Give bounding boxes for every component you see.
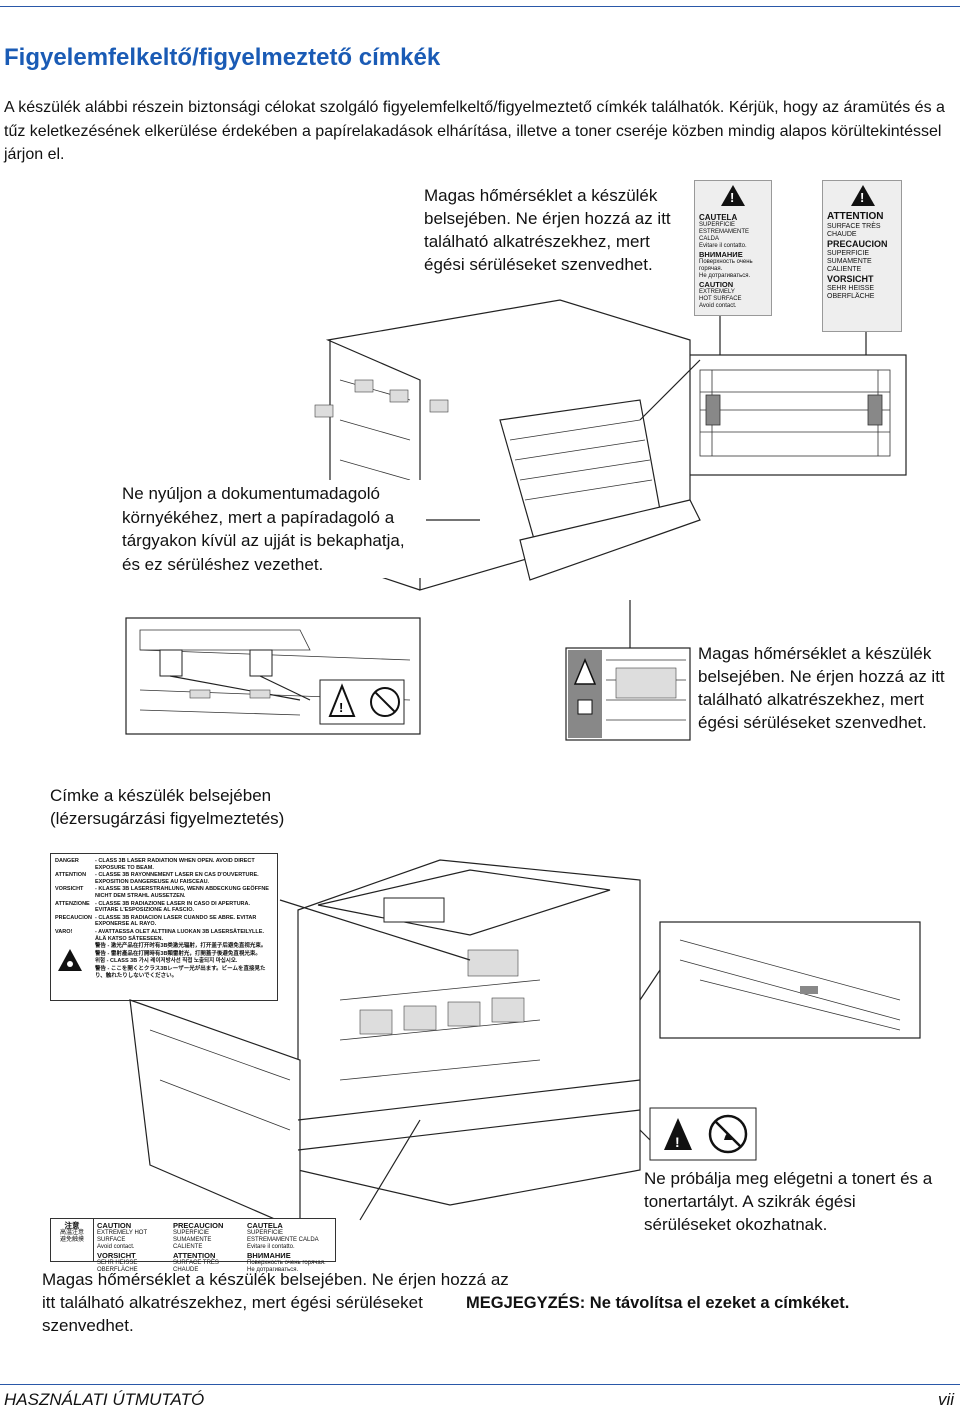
- label-text: SURFACE TRÈS CHAUDE: [173, 1260, 219, 1273]
- label-text: Evitare il contatto.: [699, 243, 747, 249]
- label-text: 注意: [64, 1221, 80, 1230]
- label-text: OBERFLÄCHE: [827, 293, 875, 300]
- laser-warning-label: DANGER - CLASS 3B LASER RADIATION WHEN OP…: [50, 853, 278, 1001]
- warning-icon: [721, 185, 745, 206]
- laser-label-row: 警告 - ここを開くとクラス3Bレーザー光が出ます。ビームを直接見たり、触れたり…: [87, 966, 273, 979]
- label-text: EXTREMELY: [699, 289, 735, 295]
- laser-label-key: VARO!: [55, 928, 73, 935]
- laser-label-value: 警告 - 激光产品在打开时有3B类激光辐射，打开盖子后避免直视光束。: [95, 943, 267, 950]
- laser-label-key: ATTENZIONE: [55, 900, 90, 907]
- hot-surface-label-left: CAUTELA SUPERFICIE ESTREMAMENTE CALDA Ev…: [694, 180, 772, 316]
- label-text: CALIENTE: [827, 266, 862, 273]
- laser-label-row: VARO! - AVATTAESSA OLET ALTTIINA LUOKAN 3…: [55, 928, 273, 942]
- callout-mid-heat: Magas hőmérséklet a készülék belsejében.…: [698, 644, 945, 732]
- label-text: SEHR HEISSE OBERFLÄCHE: [97, 1260, 138, 1273]
- label-text: HOT SURFACE: [699, 296, 742, 302]
- callout-bottom-heat: Magas hőmérséklet a készülék belsejében.…: [42, 1270, 509, 1335]
- laser-label-key: DANGER: [55, 858, 79, 864]
- laser-label-value: - CLASSE 3B RAYONNEMENT LASER EN CAS D'O…: [95, 872, 259, 885]
- laser-label-row: ATTENZIONE - CLASSE 3B RADIAZIONE LASER I…: [55, 900, 273, 914]
- svg-text:!: !: [675, 1134, 680, 1150]
- warning-icon: [851, 185, 875, 206]
- laser-icon: [57, 948, 82, 971]
- label-text: SUPERFICIE SUMAMENTE: [173, 1230, 212, 1243]
- label-text: ESTREMAMENTE CALDA: [699, 229, 750, 242]
- page-number: vii: [937, 1390, 954, 1409]
- laser-label-value: 위험 - CLASS 3B 가시 레이저방사선 직접 노출되지 마십시오.: [95, 958, 238, 965]
- label-text: CALIENTE: [173, 1244, 203, 1250]
- label-text: SUPERFICIE: [827, 250, 870, 257]
- intro-paragraph: A készülék alábbi részein biztonsági cél…: [4, 99, 945, 163]
- label-text: 避免触摸: [59, 1237, 84, 1243]
- label-text: SUPERFICIE: [699, 222, 736, 228]
- label-text: VORSICHT: [827, 274, 874, 284]
- label-text: CAUTION: [699, 280, 734, 289]
- label-text: Avoid contact.: [699, 303, 737, 309]
- laser-label-row: 警告 - 雷射產品在打開時有3B類雷射光，打開蓋子後避免直視光束。: [87, 951, 273, 958]
- callout-toner: Ne próbálja meg elégetni a tonert és a t…: [644, 1169, 933, 1234]
- label-text: ATTENTION: [173, 1251, 216, 1260]
- footer-manual-title: HASZNÁLATI ÚTMUTATÓ: [4, 1390, 205, 1409]
- laser-label-value: - CLASSE 3B RADIACION LASER CUANDO SE AB…: [95, 914, 257, 928]
- laser-label-row: 위험 - CLASS 3B 가시 레이저방사선 직접 노출되지 마십시오.: [87, 958, 273, 965]
- laser-label-key: VORSICHT: [55, 886, 84, 893]
- laser-label-key: ATTENTION: [55, 872, 87, 879]
- svg-text:!: !: [339, 700, 343, 715]
- laser-label-value: - CLASSE 3B RADIAZIONE LASER IN CASO DI …: [95, 900, 251, 914]
- label-text: SEHR HEISSE: [827, 285, 875, 292]
- laser-label-row: VORSICHT - KLASSE 3B LASERSTRAHLUNG, WENN…: [55, 886, 273, 899]
- laser-label-value: 警告 - 雷射產品在打開時有3B類雷射光，打開蓋子後避免直視光束。: [95, 950, 261, 957]
- note: MEGJEGYZÉS: Ne távolítsa el ezeket a cím…: [466, 1294, 849, 1313]
- label-text: SUPERFICIE ESTREMAMENTE CALDA: [247, 1230, 319, 1243]
- label-text: SUMAMENTE: [827, 258, 872, 265]
- label-text: VORSICHT: [97, 1251, 136, 1260]
- page-title: Figyelemfelkeltő/figyelmeztető címkék: [4, 44, 441, 71]
- callout-laser: Címke a készülék belsejében (lézersugárz…: [50, 786, 285, 828]
- footer-rule: [0, 1384, 960, 1385]
- note-text: Ne távolítsa el ezeket a címkéket.: [585, 1294, 850, 1312]
- note-label: MEGJEGYZÉS:: [466, 1294, 586, 1312]
- laser-label-value: - AVATTAESSA OLET ALTTIINA LUOKAN 3B LAS…: [95, 928, 264, 942]
- laser-label-row: DANGER - CLASS 3B LASER RADIATION WHEN OP…: [55, 858, 273, 871]
- label-text: CAUTELA: [699, 213, 738, 222]
- label-text: Evitare il contatto.: [247, 1244, 295, 1250]
- label-text: PRECAUCION: [827, 239, 888, 249]
- laser-label-row: 警告 - 激光产品在打开时有3B类激光辐射，打开盖子后避免直视光束。: [87, 943, 273, 950]
- laser-label-value: - KLASSE 3B LASERSTRAHLUNG, WENN ABDECKU…: [95, 886, 269, 899]
- label-text: 高温注意: [59, 1230, 84, 1236]
- label-text: ВНИМАНИЕ: [247, 1251, 291, 1260]
- label-text: ВНИМАНИЕ: [699, 250, 743, 259]
- label-text: Avoid contact.: [97, 1244, 135, 1250]
- label-text: горячая.: [699, 266, 723, 272]
- label-text: Поверхность очень горячая.: [247, 1260, 326, 1266]
- laser-label-value: - CLASS 3B LASER RADIATION WHEN OPEN. AV…: [95, 858, 255, 871]
- laser-label-row: ATTENTION - CLASSE 3B RAYONNEMENT LASER E…: [55, 872, 273, 885]
- label-text: CHAUDE: [827, 231, 857, 238]
- label-text: Не дотрагиваться.: [699, 273, 751, 279]
- label-text: EXTREMELY HOT SURFACE: [97, 1230, 148, 1243]
- callout-feeder: Ne nyúljon a dokumentumadagoló környékéh…: [118, 480, 426, 578]
- callout-top-heat: Magas hőmérséklet a készülék belsejében.…: [424, 186, 671, 274]
- label-text: SURFACE TRÈS: [827, 223, 881, 230]
- laser-label-key: PRECAUCION: [55, 914, 92, 921]
- laser-label-row: PRECAUCION- CLASSE 3B RADIACION LASER CU…: [55, 914, 273, 928]
- hot-surface-label-bottom: 注意 高温注意 避免触摸 CAUTION EXTREMELY HOT SURFA…: [50, 1218, 336, 1273]
- label-text: Поверхность очень: [699, 259, 753, 265]
- header-rule: [0, 6, 960, 7]
- label-text: Не дотрагиваться.: [247, 1267, 299, 1273]
- label-text: CAUTELA: [247, 1221, 283, 1230]
- laser-label-value: 警告 - ここを開くとクラス3Bレーザー光が出ます。ビームを直接見たり、触れたり…: [95, 965, 266, 979]
- label-text: PRECAUCION: [173, 1221, 224, 1230]
- hot-surface-label-right: ATTENTION SURFACE TRÈS CHAUDE PRECAUCION…: [822, 180, 902, 332]
- label-text: CAUTION: [97, 1221, 132, 1230]
- label-text: ATTENTION: [827, 211, 884, 222]
